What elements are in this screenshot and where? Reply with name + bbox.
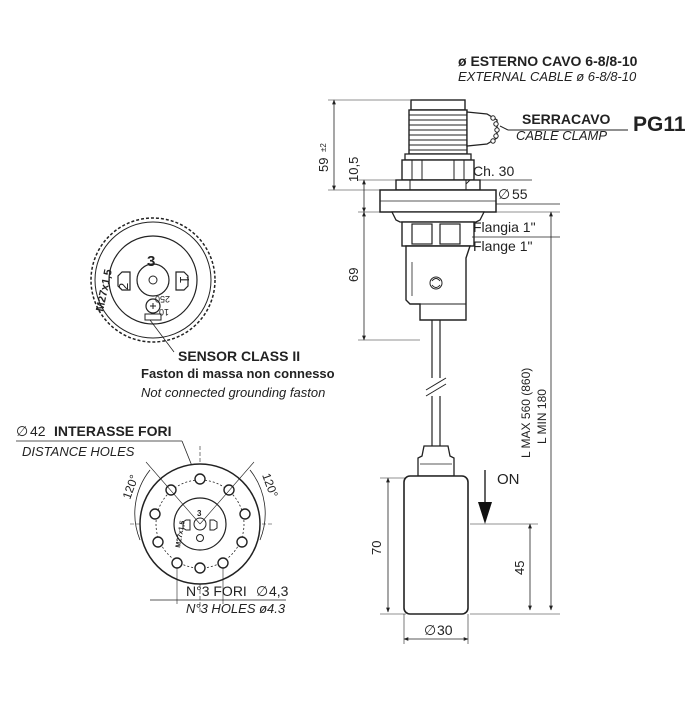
clamp-label-it: SERRACAVO [522, 111, 611, 127]
sensor-title: SENSOR CLASS II [178, 348, 300, 364]
dia55-symbol: ∅ [498, 186, 510, 202]
distance-dia-symbol: ∅ [16, 423, 28, 439]
code-250-label: 250 [155, 294, 170, 304]
dim59-tol: ±2 [319, 143, 328, 152]
code-10-label: 10 [159, 307, 169, 317]
sensor-label-it: Faston di massa non connesso [141, 366, 335, 381]
connector-body [379, 99, 500, 321]
flange-label-en: Flange 1" [473, 238, 532, 254]
hex-label: Ch. 30 [473, 163, 514, 179]
holes-dia-label: 4,3 [269, 583, 289, 599]
float [403, 445, 469, 615]
cable-label-it: ø ESTERNO CAVO 6-8/8-10 [458, 53, 638, 69]
cable [425, 320, 447, 446]
distance-label-it: INTERASSE FORI [54, 423, 171, 439]
distance-dia-label: 42 [30, 423, 46, 439]
pin-2-label: 2 [116, 283, 131, 290]
brand-logo-icon [429, 276, 443, 290]
dim69-label: 69 [346, 268, 361, 282]
holes-label-en: N°3 HOLES ø4.3 [186, 601, 286, 616]
flange-pin-3-label: 3 [197, 509, 202, 518]
pg-label: PG11 [633, 113, 686, 136]
dia55-label: 55 [512, 186, 528, 202]
sensor-label-en: Not connected grounding faston [141, 385, 325, 400]
holes-dia-symbol: ∅ [256, 583, 268, 599]
dia30-label: 30 [437, 622, 453, 638]
cable-clamp [466, 111, 500, 147]
cable-label-en: EXTERNAL CABLE ø 6-8/8-10 [458, 69, 637, 84]
sensor-detail: 3 2 1 250 10 M27x1,5 [90, 217, 216, 343]
flange-thread-label: M27x1,5 [175, 520, 187, 548]
dim70-label: 70 [369, 541, 384, 555]
dia30-symbol: ∅ [424, 622, 436, 638]
pin-1-label: 1 [177, 276, 192, 283]
distance-label-en: DISTANCE HOLES [22, 444, 135, 459]
angle-left-label: 120° [120, 473, 142, 501]
dim10-5-label: 10,5 [346, 157, 361, 182]
on-label: ON [497, 471, 520, 488]
clamp-label-en: CABLE CLAMP [516, 128, 607, 143]
lmax-label: L MAX 560 (860) [519, 368, 533, 458]
flange-label-it: Flangia 1" [473, 219, 536, 235]
pin-3-label: 3 [147, 253, 155, 270]
on-arrow-icon [478, 502, 492, 524]
dim45-label: 45 [512, 561, 527, 575]
holes-label-it: N°3 FORI [186, 583, 247, 599]
lmin-label: L MIN 180 [535, 389, 549, 444]
dim59-label: 59 [316, 158, 331, 172]
